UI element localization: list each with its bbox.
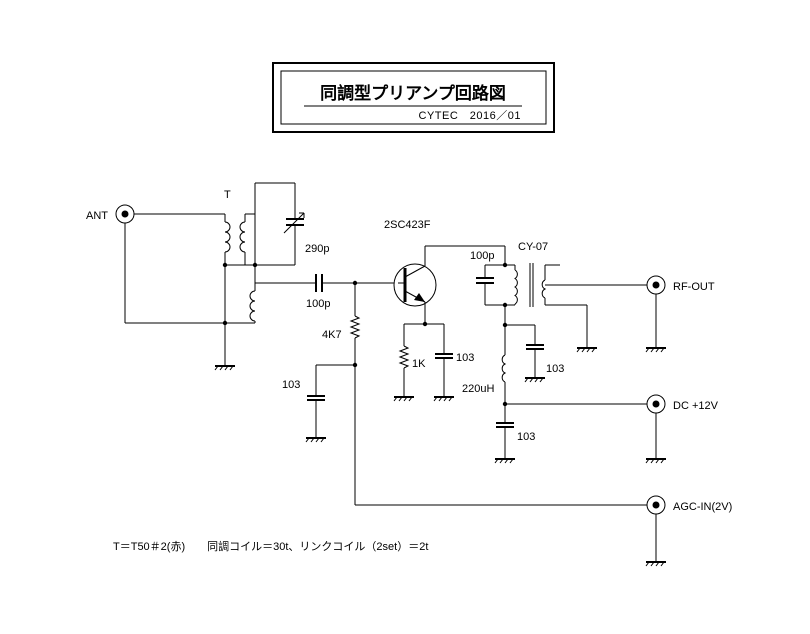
c100p-tank-label: 100p	[470, 250, 494, 262]
ground-icon	[524, 377, 546, 383]
antenna-input: ANT	[86, 204, 225, 324]
ground-icon	[214, 365, 236, 371]
bias-network: 4K7 103	[282, 283, 647, 506]
ground-icon	[645, 347, 667, 353]
rf-out-jack-icon	[646, 275, 666, 295]
ground-icon	[576, 347, 598, 353]
collector-tank: 100p CY-07 103	[425, 241, 647, 383]
ground-icon	[645, 458, 667, 464]
resistor-4k7	[349, 315, 361, 339]
c103-dc-label: 103	[517, 431, 535, 443]
cy07-label: CY-07	[518, 241, 548, 253]
capacitor-agc	[306, 395, 326, 401]
transformer-t: T 290p	[214, 182, 329, 371]
link-coil-2	[249, 290, 256, 322]
title-box: 同調型プリアンプ回路図 CYTEC 2016／01	[272, 62, 555, 133]
capacitor-transformer	[525, 344, 545, 350]
dc12v-label: DC +12V	[673, 400, 719, 412]
emitter-network: 1K 103	[393, 321, 474, 402]
rf-out-jack: RF-OUT	[645, 275, 715, 353]
c290p-label: 290p	[305, 243, 329, 255]
ant-label: ANT	[86, 210, 108, 222]
link-coil-1	[224, 221, 231, 253]
diagram-title: 同調型プリアンプ回路図	[320, 83, 506, 104]
rfc-220uh	[501, 354, 507, 383]
ground-icon	[433, 396, 455, 402]
r1k-label: 1K	[412, 358, 426, 370]
agc-jack: AGC-IN(2V)	[645, 495, 732, 567]
c100p-in-label: 100p	[306, 298, 330, 310]
capacitor-dc	[495, 422, 515, 428]
cy07-primary-coil	[514, 269, 518, 305]
l220uh-label: 220uH	[462, 383, 494, 395]
ground-icon	[494, 458, 516, 464]
ground-icon	[393, 396, 415, 402]
t-label: T	[224, 189, 231, 201]
diagram-credit: CYTEC 2016／01	[419, 109, 522, 122]
variable-capacitor	[283, 212, 305, 234]
agc-jack-icon	[646, 495, 666, 515]
ground-icon	[645, 561, 667, 567]
ant-jack-icon	[115, 204, 135, 224]
dc-jack-icon	[646, 394, 666, 414]
dc-feed: 220uH 103	[462, 325, 647, 464]
cy07-secondary-coil	[541, 279, 547, 299]
c103-agc-label: 103	[282, 379, 300, 391]
dc-jack: DC +12V	[645, 394, 719, 464]
input-coupling: 100p	[295, 274, 398, 310]
capacitor-emitter	[434, 353, 454, 359]
r4k7-label: 4K7	[322, 329, 342, 341]
tuned-coil	[239, 221, 246, 253]
coil-note: T＝T50＃2(赤) 同調コイル＝30t、リンクコイル（2set）＝2t	[113, 539, 428, 553]
ground-icon	[305, 437, 327, 443]
resistor-1k	[398, 345, 410, 369]
c103-emitter-label: 103	[456, 352, 474, 364]
transistor-label: 2SC423F	[384, 219, 431, 231]
transistor-2sc423f: 2SC423F	[384, 219, 437, 324]
c103-transformer-label: 103	[546, 363, 564, 375]
agc-in-label: AGC-IN(2V)	[673, 501, 732, 513]
rf-out-label: RF-OUT	[673, 281, 715, 293]
